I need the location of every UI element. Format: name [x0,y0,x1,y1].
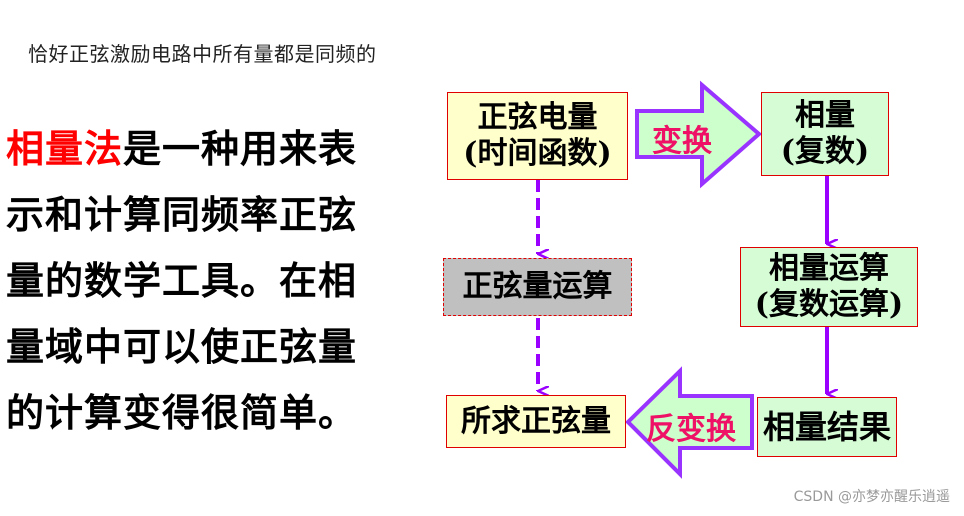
transform-arrow-icon [635,80,763,189]
phasor-method-term: 相量法 [6,126,124,171]
subtitle: 恰好正弦激励电路中所有量都是同频的 [28,42,377,66]
node-phasor-operations-title: 相量运算 [769,251,889,286]
node-phasor-operations-subtitle: (复数运算) [754,287,904,322]
node-sinusoid: 正弦电量 (时间函数) [447,92,628,180]
node-phasor-result: 相量结果 [757,397,897,457]
description-text: 是一种用来表示和计算同频率正弦量的数学工具。在相量域中可以使正弦量的计算变得很简… [6,126,358,435]
inverse-transform-label: 反变换 [646,412,736,447]
node-sinusoid-subtitle: (时间函数) [463,136,612,171]
node-result-sinusoid-title: 所求正弦量 [461,403,611,439]
description-paragraph: 相量法是一种用来表示和计算同频率正弦量的数学工具。在相量域中可以使正弦量的计算变… [6,116,376,446]
node-phasor: 相量 (复数) [761,92,889,176]
node-sinusoid-operations-title: 正弦量运算 [462,269,613,304]
node-phasor-subtitle: (复数) [780,134,870,169]
node-phasor-result-title: 相量结果 [762,407,891,446]
node-sinusoid-operations: 正弦量运算 [443,258,632,316]
node-result-sinusoid: 所求正弦量 [446,395,626,448]
node-sinusoid-title: 正弦电量 [477,100,598,135]
node-phasor-operations: 相量运算 (复数运算) [740,247,918,327]
inverse-transform-arrow-icon [625,366,754,479]
node-phasor-title: 相量 [795,98,855,133]
transform-label: 变换 [652,124,712,159]
watermark: CSDN @亦梦亦醒乐逍遥 [793,489,950,505]
